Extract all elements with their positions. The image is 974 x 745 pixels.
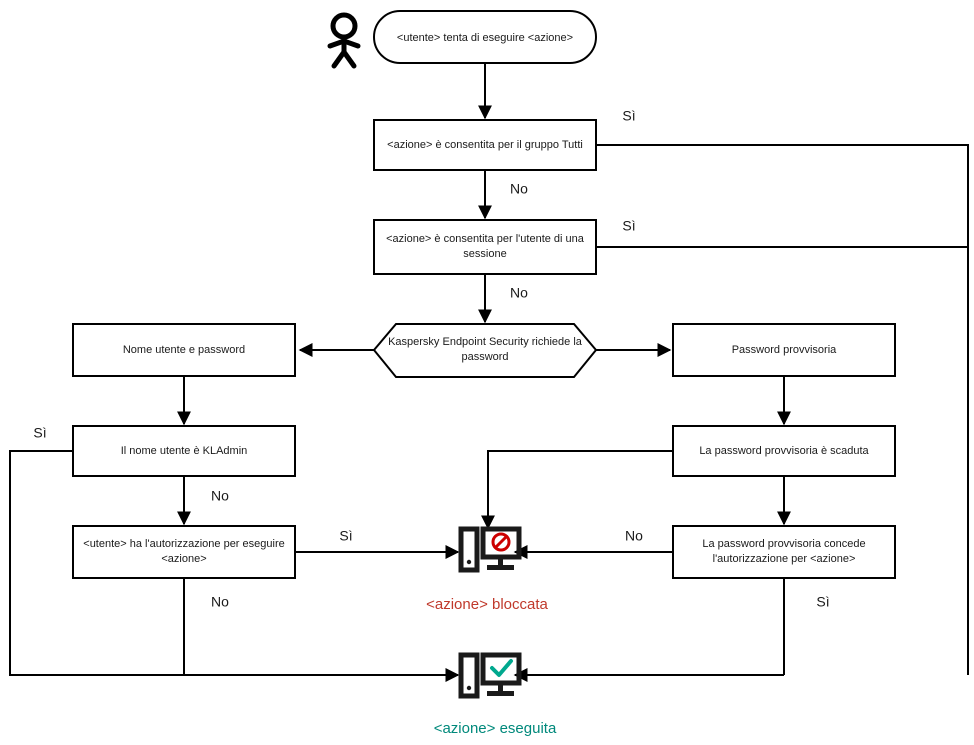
edge-label-allowed-all-yes: Sì (622, 108, 635, 124)
node-temporary-password[interactable]: Password provvisoria (672, 323, 896, 377)
edge-allowed-all-yes (596, 144, 969, 675)
edge-label-kladmin-yes: Sì (33, 425, 46, 441)
edge-label-permission-no: Sì (339, 528, 352, 544)
node-temporary-password-label: Password provvisoria (732, 344, 837, 356)
node-temp-password-grants-line1: La password provvisoria concede (702, 538, 865, 550)
node-allowed-session-user-label-line2: sessione (463, 248, 506, 260)
node-start[interactable]: <utente> tenta di eseguire <azione> (373, 10, 597, 64)
node-kes-requests-password[interactable]: Kaspersky Endpoint Security richiede la … (372, 323, 598, 378)
node-allowed-all-group[interactable]: <azione> è consentita per il gruppo Tutt… (373, 119, 597, 171)
outcome-blocked-label: <azione> bloccata (426, 596, 548, 613)
node-username-is-kladmin[interactable]: Il nome utente è KLAdmin (72, 425, 296, 477)
monitor-check-icon (458, 652, 522, 699)
edge-label-allowed-all-no: No (510, 181, 528, 197)
node-start-label: <utente> tenta di eseguire <azione> (397, 32, 573, 44)
edge-label-grants-yes: Sì (816, 594, 829, 610)
node-kes-label-line2: password (461, 351, 508, 363)
node-user-has-permission-line1: <utente> ha l'autorizzazione per eseguir… (83, 538, 284, 550)
monitor-blocked-icon (458, 526, 522, 573)
node-username-password-label: Nome utente e password (123, 344, 245, 356)
edge-label-allowed-session-yes: Sì (622, 218, 635, 234)
node-allowed-session-user[interactable]: <azione> è consentita per l'utente di un… (373, 219, 597, 275)
node-temp-password-expired[interactable]: La password provvisoria è scaduta (672, 425, 896, 477)
node-user-has-permission[interactable]: <utente> ha l'autorizzazione per eseguir… (72, 525, 296, 579)
edge-label-grants-no: No (625, 528, 643, 544)
node-username-is-kladmin-label: Il nome utente è KLAdmin (121, 445, 248, 457)
edge-expired-yes (481, 450, 673, 530)
node-temp-password-expired-label: La password provvisoria è scaduta (699, 445, 869, 457)
node-temp-password-grants-line2: l'autorizzazione per <azione> (713, 553, 856, 565)
node-allowed-session-user-label-line1: <azione> è consentita per l'utente di un… (386, 233, 585, 245)
node-user-has-permission-line2: <azione> (161, 553, 206, 565)
edge-label-kladmin-no: No (211, 488, 229, 504)
node-username-password[interactable]: Nome utente e password (72, 323, 296, 377)
node-temp-password-grants[interactable]: La password provvisoria concede l'autori… (672, 525, 896, 579)
user-actor-icon (327, 12, 361, 69)
node-kes-label-line1: Kaspersky Endpoint Security richiede la (388, 336, 583, 348)
edge-label-permission-yes: No (211, 594, 229, 610)
node-allowed-all-group-label: <azione> è consentita per il gruppo Tutt… (387, 139, 583, 151)
edge-label-allowed-session-no: No (510, 285, 528, 301)
outcome-executed-label: <azione> eseguita (434, 720, 557, 737)
